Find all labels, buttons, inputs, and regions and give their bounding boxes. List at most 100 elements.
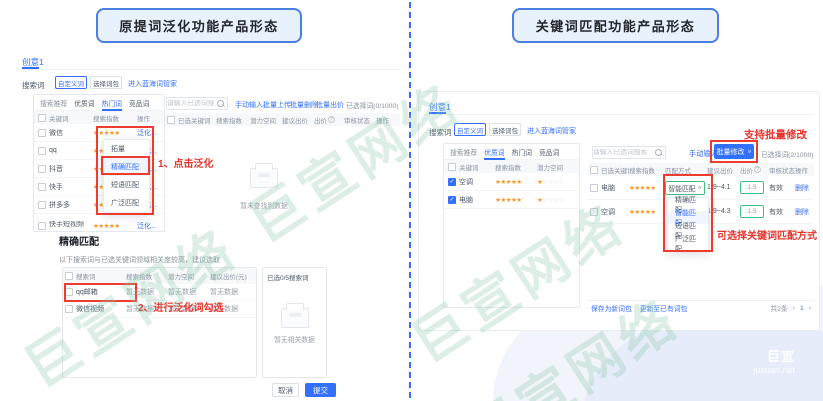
tab-competitor-words[interactable]: 竞品词: [538, 149, 560, 157]
checkbox[interactable]: [65, 305, 73, 313]
search-index-stars: ★★★★★: [629, 208, 656, 216]
menu-item-broad-match[interactable]: 广泛匹配: [675, 235, 696, 253]
col-search-index: 搜索指数: [216, 117, 242, 125]
tab-search-recommend[interactable]: 搜索推荐: [450, 149, 478, 157]
col-action: 操作: [795, 167, 808, 175]
tab-search-recommend[interactable]: 搜索推荐: [40, 100, 68, 108]
tab-creative-1[interactable]: 创意1: [22, 57, 44, 67]
tab-creative-1[interactable]: 创意1: [429, 102, 451, 112]
bid-input[interactable]: [740, 205, 764, 218]
no-data-cell: 暂无数据: [168, 289, 196, 296]
checkbox-checked[interactable]: ✓: [448, 195, 456, 204]
delete-link[interactable]: 删除: [795, 184, 809, 192]
selected-count: 已选择词(0/1000): [346, 103, 399, 110]
question-icon[interactable]: ?: [754, 166, 761, 173]
col-search-index: 搜索指数: [126, 274, 152, 281]
cancel-button[interactable]: 取消: [272, 383, 299, 397]
prev-page-icon[interactable]: ‹: [792, 304, 795, 312]
word-manager-link[interactable]: 进入蓝海词管家: [128, 81, 177, 88]
keyword-cell: qq: [49, 147, 57, 154]
menu-item-exact-match[interactable]: 精确匹配: [675, 196, 696, 214]
match-type-dropdown[interactable]: 智能匹配 ∧: [665, 180, 705, 195]
checkbox[interactable]: [65, 288, 73, 296]
menu-item-exact-match[interactable]: 精确匹配: [104, 158, 149, 176]
search-input[interactable]: [593, 149, 652, 156]
checkbox[interactable]: [38, 182, 46, 191]
recommend-tabs: 搜索推荐 优质词 热门词 竞品词: [444, 144, 579, 160]
checkbox-checked[interactable]: ✓: [448, 177, 456, 186]
selected-table-header: 已选关键词 搜索指数 潜力空间 建议出价 出价 ? 审核状态 操作: [165, 113, 400, 126]
batch-bid-link[interactable]: 批量出价: [316, 102, 344, 109]
manual-input-link[interactable]: 手动输入、: [235, 102, 270, 109]
tab-hot-words[interactable]: 热门词: [511, 149, 532, 157]
checkbox[interactable]: [38, 164, 46, 173]
potential-stars: ★☆☆☆☆: [537, 178, 564, 186]
manual-input-link[interactable]: 手动输入: [689, 149, 718, 158]
select-all-checkbox[interactable]: [167, 115, 175, 124]
search-icon: [655, 149, 662, 156]
checkbox[interactable]: [590, 207, 598, 216]
custom-words-button[interactable]: 自定义词: [454, 123, 486, 136]
table-footer: 保存为新词包 更新至已有词包 共2条 ‹ 1 ›: [588, 300, 814, 315]
checkbox[interactable]: [38, 128, 46, 137]
delete-link[interactable]: 删除: [795, 208, 809, 216]
select-all-checkbox[interactable]: [65, 272, 73, 280]
keyword-recommend-card: 搜索推荐 优质词 热门词 竞品词 关键词 搜索指数 潜力空间 ✓ 空调 ★★★★…: [443, 143, 580, 308]
search-word-cell: qq邮箱: [76, 289, 98, 296]
custom-words-button[interactable]: 自定义词: [55, 76, 87, 89]
tab-quality-words[interactable]: 优质词: [484, 147, 505, 160]
save-word-package-link[interactable]: 保存为新词包: [591, 306, 632, 313]
word-package-button[interactable]: 选择词包: [489, 123, 521, 136]
checkbox[interactable]: [38, 200, 46, 209]
col-status: 审核状态: [769, 167, 795, 175]
search-word-label: 搜索词: [22, 81, 45, 90]
menu-item-smart-match[interactable]: 智能匹配: [668, 210, 708, 227]
keyword-cell: 电脑: [459, 196, 473, 204]
left-banner: 原提词泛化功能产品形态: [96, 8, 302, 43]
select-all-checkbox[interactable]: [448, 162, 456, 171]
col-search-index: 搜索指数: [495, 164, 521, 172]
current-page[interactable]: 1: [799, 304, 804, 312]
word-manager-link[interactable]: 进入蓝海词管家: [527, 128, 576, 135]
question-icon[interactable]: ?: [328, 116, 335, 123]
menu-item-broad-match[interactable]: 广泛匹配: [111, 200, 139, 207]
checkbox[interactable]: [590, 183, 598, 192]
checkbox[interactable]: [38, 221, 46, 230]
word-package-button[interactable]: 选择词包: [90, 76, 122, 89]
tab-quality-words[interactable]: 优质词: [74, 100, 95, 108]
select-all-checkbox[interactable]: [38, 113, 46, 122]
precise-words-table: 搜索词 搜索指数 潜力空间 建议出价(元) qq邮箱 暂无数据 暂无数据 暂无数…: [62, 267, 257, 378]
col-status: 审核状态: [344, 117, 370, 125]
precise-match-title: 精确匹配: [59, 237, 99, 248]
submit-button[interactable]: 提交: [305, 383, 336, 397]
checkbox[interactable]: [38, 146, 46, 155]
suggest-bid-cell: 1.9~4.3: [707, 208, 731, 215]
menu-item-phrase-match[interactable]: 短语匹配: [675, 222, 696, 240]
selected-word-search[interactable]: [592, 146, 666, 159]
batch-upload-link[interactable]: 批量上传: [263, 102, 291, 109]
batch-edit-button[interactable]: 批量修改 ∨: [714, 144, 754, 159]
keyword-cell: 抖音: [49, 165, 63, 173]
search-input[interactable]: [167, 100, 214, 107]
keyword-cell: 空调: [601, 208, 615, 216]
batch-delete-link[interactable]: 批量删除: [290, 102, 318, 109]
tab-hot-words[interactable]: 热门词: [101, 98, 123, 111]
generalize-link[interactable]: 泛化...: [137, 222, 157, 230]
keyword-cell: 微信: [49, 129, 63, 137]
panel-divider: [409, 2, 411, 398]
update-word-package-link[interactable]: 更新至已有词包: [639, 306, 688, 313]
table-row: ✓ 空调 ★★★★★ ★☆☆☆☆: [444, 173, 579, 191]
bid-input[interactable]: [740, 181, 764, 194]
menu-item-expand[interactable]: 拓量: [111, 146, 125, 153]
select-all-checkbox[interactable]: [590, 165, 598, 174]
generalize-link[interactable]: 泛化...: [137, 129, 157, 137]
next-page-icon[interactable]: ›: [808, 304, 811, 312]
col-search-index: 搜索指数: [93, 115, 119, 123]
selected-word-search[interactable]: [166, 97, 228, 110]
recommend-table-header: 关键词 搜索指数 操作: [34, 111, 164, 124]
tab-competitor-words[interactable]: 竞品词: [128, 100, 150, 108]
divider-line: [18, 69, 400, 70]
chevron-up-icon: ∧: [697, 184, 702, 191]
recommend-table-header: 关键词 搜索指数 潜力空间: [444, 160, 579, 173]
menu-item-phrase-match[interactable]: 短语匹配: [111, 182, 139, 189]
